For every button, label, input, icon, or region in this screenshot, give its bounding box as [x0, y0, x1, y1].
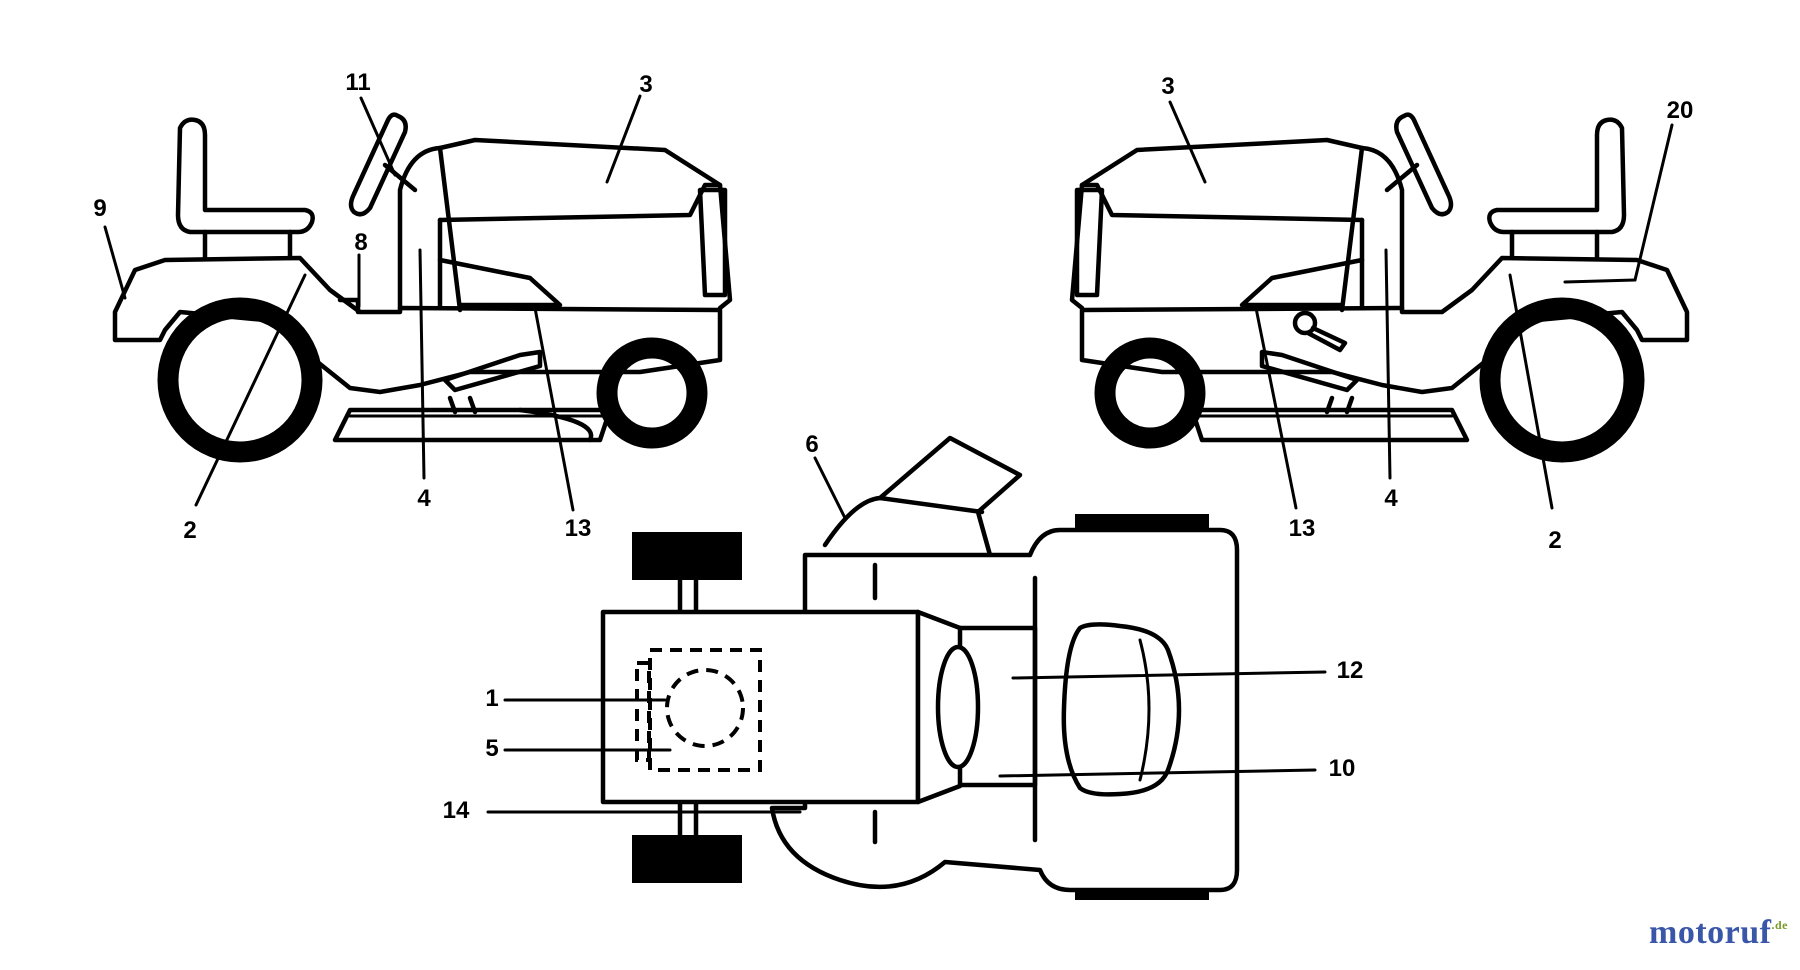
callout-label: 13 [565, 515, 592, 542]
callout-label: 4 [1384, 485, 1398, 512]
right-callout-labels: 3 20 4 13 2 [1161, 73, 1693, 554]
left-rear-tire [157, 297, 323, 463]
right-leader-lines [1168, 100, 1674, 510]
callout-label: 12 [1337, 657, 1364, 684]
callout-label: 6 [805, 431, 818, 458]
callout-label: 5 [485, 735, 498, 762]
left-side-view: 11 3 9 8 4 13 2 [93, 69, 733, 544]
callout-label: 4 [417, 485, 431, 512]
callout-label: 3 [639, 71, 652, 98]
callout-label: 2 [1548, 527, 1561, 554]
callout-label: 13 [1289, 515, 1316, 542]
top-leader-lines [486, 456, 1327, 814]
callout-label: 8 [354, 229, 367, 256]
left-steering-wheel [348, 112, 418, 217]
watermark-suffix: .de [1771, 918, 1788, 932]
callout-label: 9 [93, 195, 106, 222]
left-front-tire [596, 337, 708, 449]
callout-label: 14 [443, 797, 470, 824]
left-seat [175, 117, 315, 261]
left-foot-pedal [442, 349, 543, 393]
top-hood [600, 609, 981, 805]
watermark-logo: motoruf.de [1649, 914, 1788, 952]
left-leader-lines [103, 94, 642, 512]
callout-label: 1 [485, 685, 498, 712]
callout-label: 3 [1161, 73, 1174, 100]
top-chute [822, 435, 1023, 558]
left-callout-labels: 11 3 9 8 4 13 2 [93, 69, 652, 544]
right-tractor-outline [1069, 112, 1690, 463]
top-view: 6 1 5 14 12 10 [443, 431, 1364, 900]
callout-label: 10 [1329, 755, 1356, 782]
right-lift-lever [1292, 310, 1348, 353]
right-side-view: 3 20 4 13 2 [1069, 73, 1693, 554]
callout-label: 2 [183, 517, 196, 544]
callout-label: 20 [1667, 97, 1694, 124]
left-mower-deck [332, 395, 613, 443]
top-operator-area [872, 562, 1182, 845]
callout-label: 11 [345, 69, 370, 96]
top-wheels [632, 514, 1209, 900]
top-callout-labels: 6 1 5 14 12 10 [443, 431, 1364, 824]
watermark-text: motoruf [1649, 914, 1772, 951]
